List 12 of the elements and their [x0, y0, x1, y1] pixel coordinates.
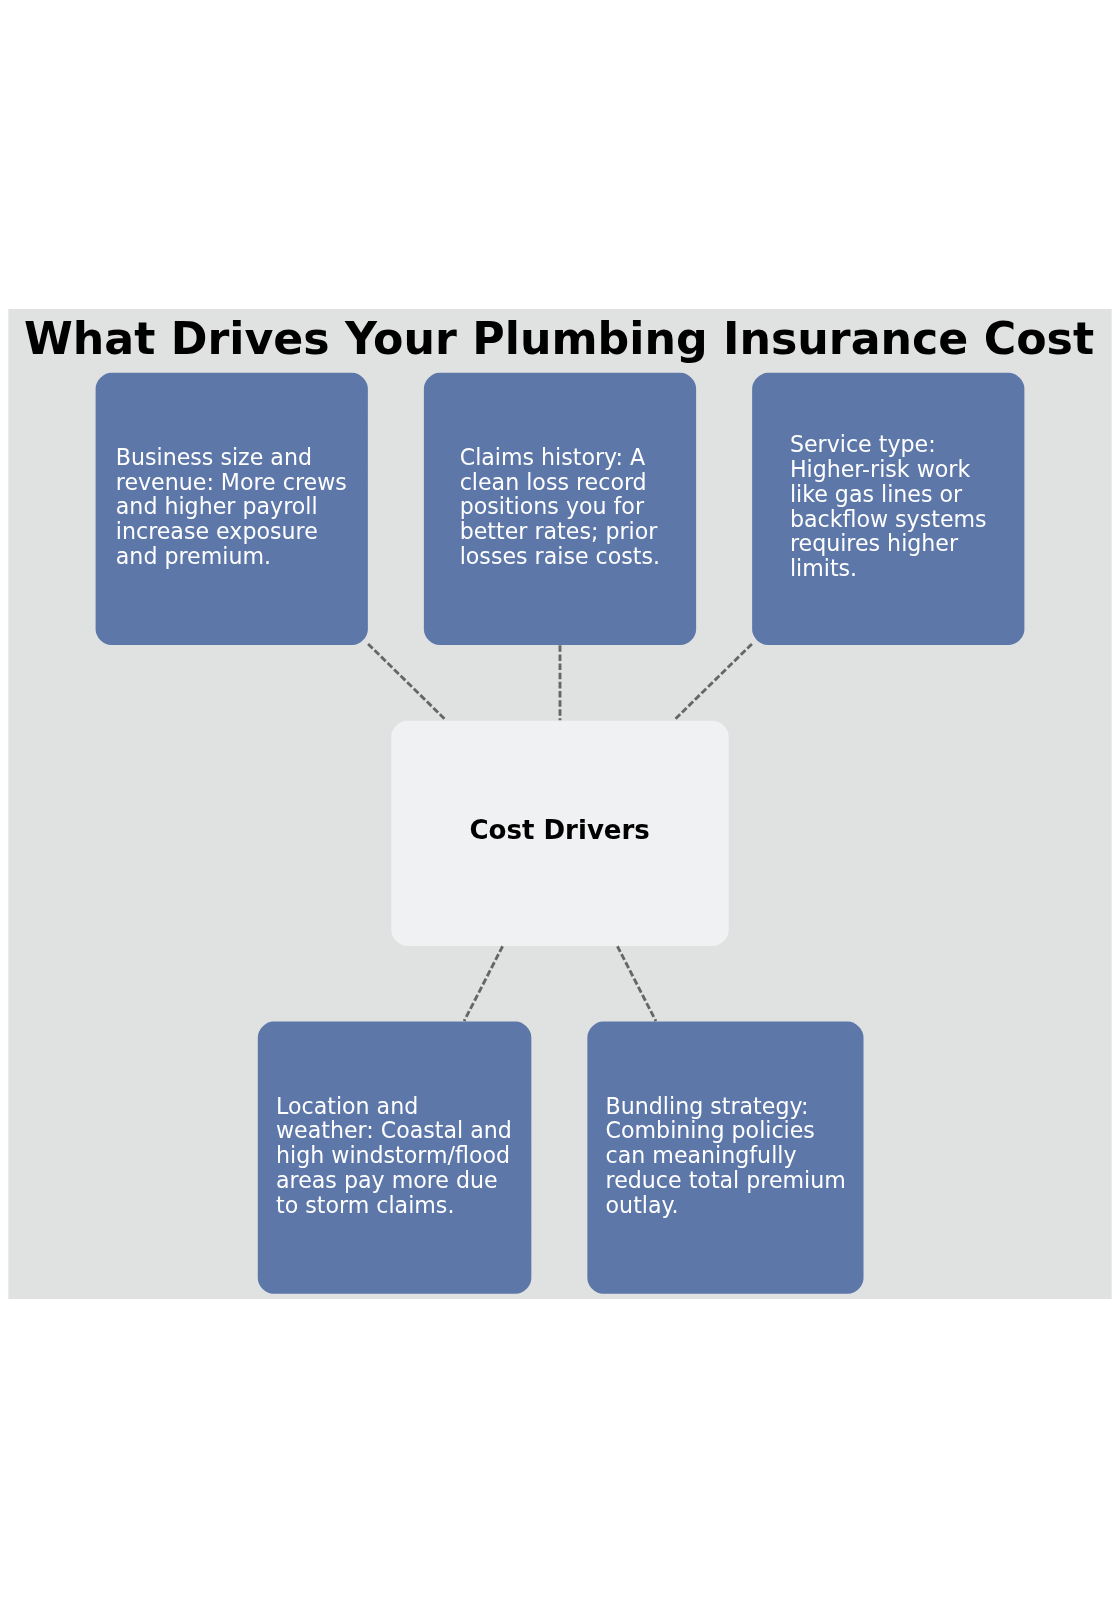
node-box: Claims history: A clean loss record positions you for better rates; prior losses raise costs. — [423, 372, 697, 646]
connector — [367, 642, 447, 722]
node-box: Bundling strategy: Combining policies can meaningfully reduce total premium outlay. — [587, 1021, 864, 1294]
diagram-title: What Drives Your Plumbing Insurance Cost — [23, 312, 1095, 364]
connector — [558, 645, 562, 721]
node-box: Service type: Higher-risk work like gas lines or backflow systems requires higher limits. — [752, 372, 1025, 646]
connector — [462, 945, 504, 1022]
node-box: Cost Drivers — [391, 720, 729, 946]
node-box: Business size and revenue: More crews and higher payroll increase exposure and premium. — [95, 372, 368, 646]
connector — [616, 945, 658, 1022]
connector — [673, 642, 753, 722]
node-box: Location and weather: Coastal and high windstorm/flood areas pay more due to storm claims. — [257, 1021, 532, 1294]
